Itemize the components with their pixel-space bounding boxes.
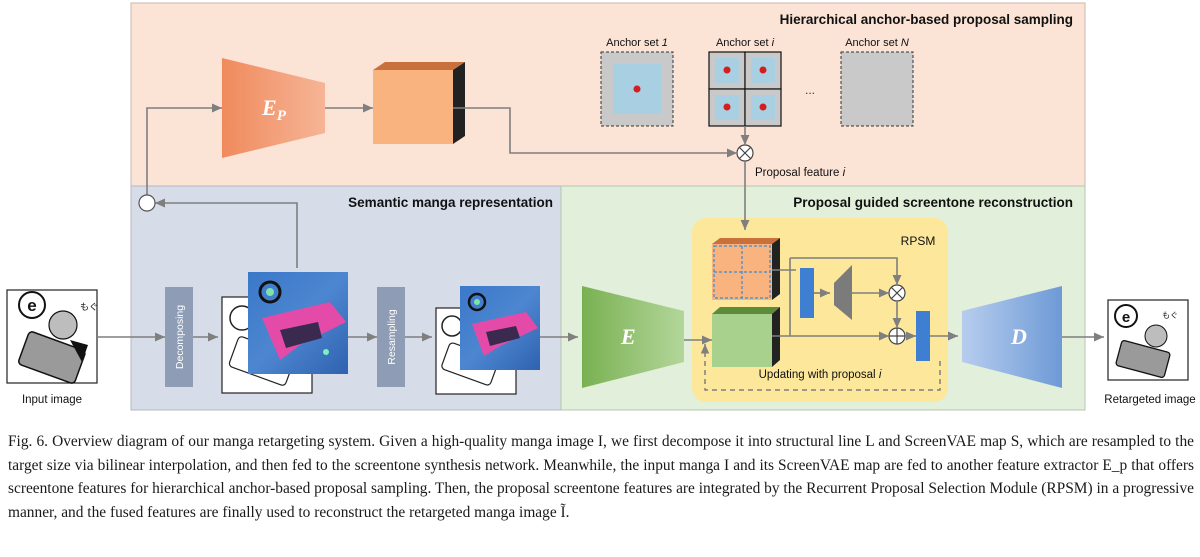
decomposing-label: Decomposing — [174, 305, 186, 369]
svg-text:もぐ: もぐ — [80, 302, 98, 312]
join-node — [138, 194, 156, 212]
proposal-feature-cube — [373, 62, 465, 144]
caption-text: Overview diagram of our manga retargetin… — [8, 433, 1194, 521]
figure-caption: Fig. 6. Overview diagram of our manga re… — [8, 430, 1194, 524]
proposal-feature-label: Proposal feature i — [755, 167, 846, 179]
retargeted-image-label: Retargeted image — [1104, 394, 1195, 406]
anchor-set-n: Anchor set N — [840, 37, 914, 127]
input-image: e もぐ — [6, 289, 98, 384]
anchor-set-i-label: Anchor set i — [716, 37, 775, 49]
resampled-screenvae-map — [460, 286, 540, 370]
left-panel-title: Semantic manga representation — [348, 195, 553, 210]
decoder-d — [962, 286, 1062, 388]
resampling-label: Resampling — [386, 309, 398, 365]
encoder-ep-label: EP — [261, 95, 287, 124]
decoder-d-label: D — [1010, 324, 1027, 349]
update-feedback-loop — [700, 344, 941, 391]
encoder-e-label: E — [620, 324, 636, 349]
rpsm-attention-block — [834, 265, 852, 320]
updating-label: Updating with proposal i — [759, 369, 882, 381]
rpsm-output-bar — [916, 311, 930, 361]
rpsm-label: RPSM — [901, 234, 936, 248]
anchor-set-1-label: Anchor set 1 — [606, 37, 668, 49]
proposal-multiply-node — [736, 144, 754, 162]
screenvae-map — [248, 272, 348, 374]
svg-text:e: e — [1122, 309, 1130, 326]
svg-text:e: e — [27, 296, 36, 315]
rpsm-multiply-node — [888, 284, 906, 302]
anchor-ellipsis: ... — [805, 83, 815, 97]
overview-diagram: Hierarchical anchor-based proposal sampl… — [6, 2, 1196, 411]
anchor-set-n-label: Anchor set N — [845, 37, 909, 49]
encoder-e — [582, 286, 684, 388]
encoder-ep — [222, 58, 325, 158]
top-panel-title: Hierarchical anchor-based proposal sampl… — [780, 12, 1073, 27]
anchor-set-1: Anchor set 1 — [600, 37, 674, 127]
content-feature-cube — [712, 307, 780, 367]
retargeted-image: e もぐ — [1107, 299, 1189, 381]
rpsm-add-node — [888, 327, 906, 345]
decomposing-block — [165, 287, 193, 387]
right-panel-title: Proposal guided screentone reconstructio… — [793, 195, 1073, 210]
resampling-block — [377, 287, 405, 387]
input-image-label: Input image — [22, 394, 82, 406]
anchor-set-i: Anchor set i — [708, 37, 782, 127]
rpsm-blue-bar — [800, 268, 814, 318]
caption-fig-label: Fig. 6. — [8, 433, 49, 450]
proposal-grid-cube — [712, 238, 780, 300]
svg-text:もぐ: もぐ — [1162, 311, 1178, 320]
